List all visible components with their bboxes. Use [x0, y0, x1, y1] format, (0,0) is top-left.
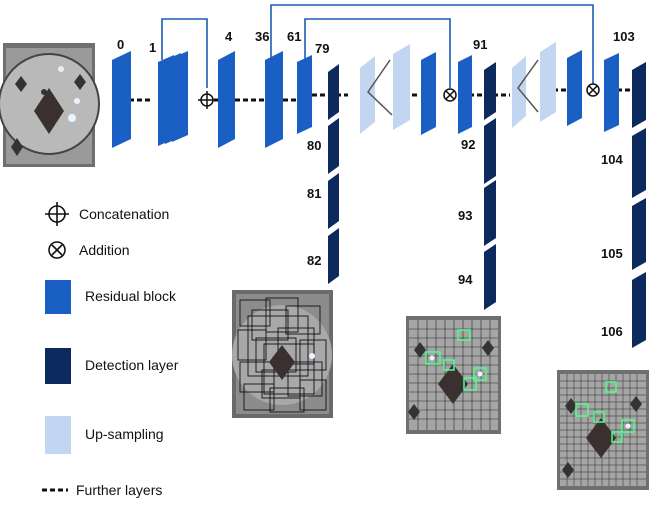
layer-label-61: 61 [287, 29, 302, 44]
detection-layer-81 [328, 173, 339, 229]
upsampling-block-1b [393, 44, 410, 130]
legend-concatenation-icon [45, 202, 69, 226]
layer-label-103: 103 [613, 29, 635, 44]
residual-block-0 [112, 51, 131, 148]
residual-block-4 [218, 51, 235, 148]
layer-label-105: 105 [601, 246, 623, 261]
layer-label-92: 92 [461, 137, 476, 152]
addition-icon [443, 88, 457, 102]
detection-layers [328, 62, 646, 348]
layer-label-1: 1 [149, 40, 157, 55]
layer-label-79: 79 [315, 41, 330, 56]
residual-block-91b [458, 55, 472, 134]
detection-layer-104 [632, 128, 646, 198]
legend-concatenation-label: Concatenation [79, 206, 170, 222]
detection-layer-79 [328, 64, 339, 120]
upsampling-block-2a [512, 56, 526, 128]
legend-addition-icon [48, 241, 66, 259]
detection-layer-93 [484, 180, 496, 246]
concat-skip-line-1 [161, 18, 208, 88]
input-image [0, 43, 100, 167]
output-image-scale-1 [232, 290, 333, 418]
detection-layer-103 [632, 62, 646, 128]
detection-layer-82 [328, 228, 339, 284]
detection-layer-106 [632, 272, 646, 348]
further-layers-links [121, 88, 640, 102]
upsampling-blocks [360, 42, 556, 134]
residual-block-36 [265, 51, 283, 148]
legend-detection-label: Detection layer [85, 357, 179, 373]
residual-block-1c [172, 51, 188, 142]
residual-block-61 [297, 55, 312, 134]
skip-line-61 [304, 18, 451, 88]
residual-block-103b [604, 53, 619, 132]
skip-line-36 [270, 4, 594, 88]
layer-label-93: 93 [458, 208, 473, 223]
layer-label-104: 104 [601, 152, 623, 167]
detection-layer-105 [632, 198, 646, 270]
layer-label-94: 94 [458, 272, 473, 287]
upsampling-arrows [367, 59, 539, 116]
residual-blocks [112, 50, 619, 148]
detection-layer-80 [328, 118, 339, 174]
detection-layer-92 [484, 118, 496, 184]
output-image-scale-2 [406, 316, 501, 434]
layer-label-82: 82 [307, 253, 322, 268]
legend-further-layers-label: Further layers [76, 482, 163, 498]
legend-residual-label: Residual block [85, 288, 177, 304]
legend-detection-swatch [45, 348, 71, 384]
upsampling-block-2b [540, 42, 556, 122]
layer-label-81: 81 [307, 186, 322, 201]
output-image-scale-3 [557, 370, 649, 490]
legend-addition-label: Addition [79, 242, 130, 258]
detection-layer-94 [484, 244, 496, 310]
residual-block-103a [567, 50, 582, 126]
layer-label-36: 36 [255, 29, 270, 44]
residual-block-91a [421, 52, 436, 135]
legend-upsampling-swatch [45, 416, 71, 454]
skip-connections [161, 4, 594, 88]
detection-layer-91 [484, 62, 496, 120]
legend-residual-swatch [45, 280, 71, 314]
layer-label-106: 106 [601, 324, 623, 339]
upsampling-block-1a [360, 56, 375, 134]
concatenation-icon [198, 91, 216, 109]
layer-label-80: 80 [307, 138, 322, 153]
addition-icon [586, 83, 600, 97]
layer-label-91: 91 [473, 37, 488, 52]
layer-label-0: 0 [117, 37, 125, 52]
layer-label-4: 4 [225, 29, 233, 44]
legend-upsampling-label: Up-sampling [85, 426, 164, 442]
